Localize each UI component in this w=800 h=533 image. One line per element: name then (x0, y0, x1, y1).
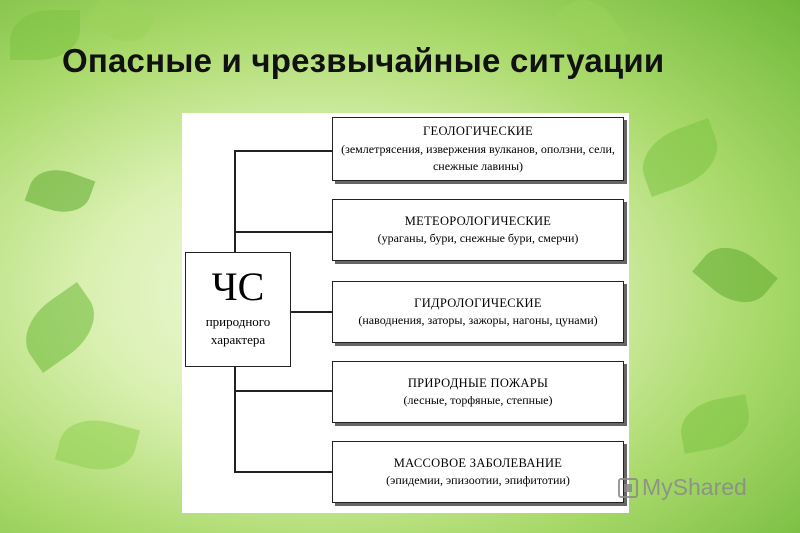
category-description: (лесные, торфяные, степные) (403, 393, 553, 408)
category-title: ГЕОЛОГИЧЕСКИЕ (422, 124, 534, 139)
watermark-logo: MyShared (618, 474, 747, 501)
category-description: (ураганы, бури, снежные бури, смерчи) (377, 231, 579, 246)
connector-vertical (234, 150, 236, 252)
leaf-decoration (692, 233, 778, 317)
connector-branch (291, 311, 332, 313)
leaf-decoration (676, 394, 754, 454)
page-title: Опасные и чрезвычайные ситуации (62, 42, 665, 79)
diagram-panel: ЧС природного характера ГЕОЛОГИЧЕСКИЕ (з… (182, 113, 629, 513)
category-title: МЕТЕОРОЛОГИЧЕСКИЕ (404, 213, 552, 228)
category-box-mass-disease: МАССОВОЕ ЗАБОЛЕВАНИЕ (эпидемии, эпизооти… (332, 441, 624, 503)
connector-branch (234, 390, 332, 392)
category-description: (эпидемии, эпизоотии, эпифитотии) (386, 473, 570, 488)
category-description: (наводнения, заторы, зажоры, нагоны, цун… (358, 313, 598, 328)
leaf-decoration (633, 117, 727, 198)
center-node-label-line2: характера (210, 331, 266, 347)
connector-branch (234, 231, 332, 233)
watermark-text: MyShared (642, 474, 747, 500)
category-description: (землетрясения, извержения вулканов, опо… (341, 141, 615, 173)
leaf-decoration (24, 161, 96, 221)
presentation-icon (618, 477, 638, 498)
category-title: ПРИРОДНЫЕ ПОЖАРЫ (407, 375, 549, 390)
category-box-geological: ГЕОЛОГИЧЕСКИЕ (землетрясения, извержения… (332, 117, 624, 181)
leaf-decoration (11, 282, 109, 373)
category-box-hydrological: ГИДРОЛОГИЧЕСКИЕ (наводнения, заторы, заж… (332, 281, 624, 343)
connector-branch (234, 471, 332, 473)
connector-vertical (234, 367, 236, 471)
category-box-meteorological: МЕТЕОРОЛОГИЧЕСКИЕ (ураганы, бури, снежны… (332, 199, 624, 261)
center-node-abbrev: ЧС (211, 264, 265, 309)
category-title: ГИДРОЛОГИЧЕСКИЕ (414, 295, 542, 310)
center-node-label-line1: природного (205, 314, 271, 329)
category-box-wildfires: ПРИРОДНЫЕ ПОЖАРЫ (лесные, торфяные, степ… (332, 361, 624, 423)
center-node: ЧС природного характера (185, 252, 291, 367)
connector-branch (234, 150, 332, 152)
category-title: МАССОВОЕ ЗАБОЛЕВАНИЕ (393, 455, 563, 470)
leaf-decoration (54, 411, 141, 479)
